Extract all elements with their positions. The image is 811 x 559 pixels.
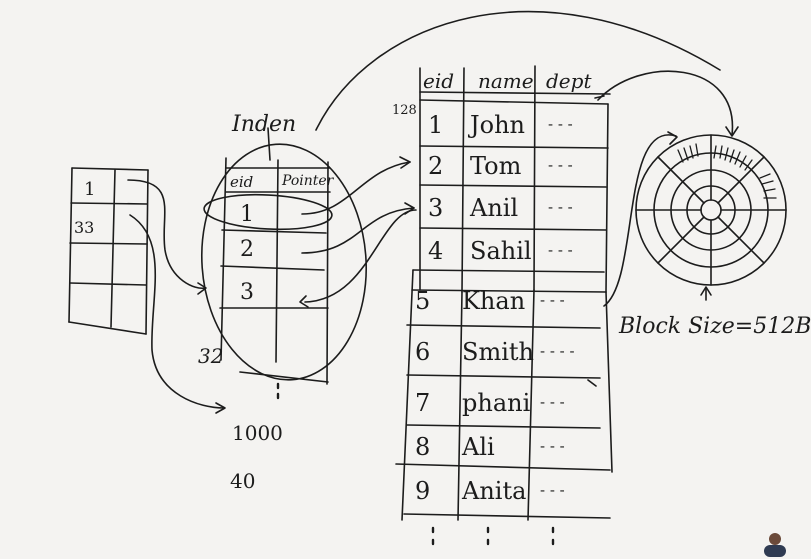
index-block-ellipse — [200, 143, 368, 381]
data-row-dept: - - - — [548, 241, 573, 259]
data-table-dots — [431, 526, 555, 546]
data-row-eid: 1 — [428, 111, 443, 139]
data-row-name: Khan — [462, 287, 525, 315]
data-row-dept: - - - — [548, 115, 573, 133]
diagram-strokes — [68, 10, 787, 546]
data-row-dept: - - - - — [540, 342, 575, 360]
index-pointer-arrows — [299, 10, 721, 308]
data-row-eid: 4 — [428, 237, 443, 265]
data-row-name: Anita — [461, 477, 526, 505]
data-row-name: John — [467, 111, 525, 139]
data-row-dept: - - - — [540, 393, 565, 411]
index-continuation-mark: : — [282, 384, 287, 400]
data-row-name: Anil — [469, 194, 518, 222]
data-table-grid — [395, 65, 613, 521]
data-row-eid: 9 — [415, 477, 430, 505]
index-entry: 3 — [240, 280, 254, 305]
outer-index-arrows — [127, 179, 226, 414]
index-table-header-eid: eid — [230, 173, 253, 191]
block-address-label: 128 — [392, 103, 417, 118]
data-row-name: Smith — [462, 338, 534, 366]
data-row-eid: 3 — [428, 194, 443, 222]
presenter-avatar — [762, 531, 788, 557]
data-row-dept: - - - — [540, 291, 565, 309]
index-entry: 2 — [240, 237, 254, 262]
data-table-tick — [594, 95, 605, 99]
data-row-name: Sahil — [470, 237, 532, 265]
index-table-grid — [219, 127, 331, 385]
data-row-dept: - - - — [548, 198, 573, 216]
index-title: Inden — [232, 112, 297, 137]
data-row-eid: 5 — [415, 287, 430, 315]
data-row-name: phani — [462, 389, 531, 417]
circled-entry — [203, 193, 333, 231]
outer-index-target: 1000 — [232, 421, 283, 445]
disk-sector-hatching — [677, 143, 777, 199]
data-row-eid: 2 — [428, 152, 443, 180]
data-row-eid: 6 — [415, 338, 430, 366]
data-row-dept: - - - — [540, 437, 565, 455]
data-table-header-name: name — [478, 69, 534, 93]
outer-index-target: 40 — [230, 469, 255, 493]
data-row-dept: - - - — [548, 156, 573, 174]
data-table-header-eid: eid — [423, 69, 454, 93]
disk-platter — [635, 134, 787, 286]
outer-index-entry: 1 — [84, 179, 95, 200]
disk-arrows — [597, 70, 739, 307]
data-row-name: Tom — [470, 152, 522, 180]
data-row-name: Ali — [461, 433, 495, 461]
disk-caption: Block Size=512B — [619, 314, 811, 339]
index-after-rows-label: 32 — [198, 344, 224, 368]
data-row-dept: - - - — [540, 481, 565, 499]
data-row-eid: 8 — [415, 433, 430, 461]
index-entry: 1 — [240, 202, 254, 227]
data-table-header-dept: dept — [546, 69, 592, 93]
index-table-header-pointer: Pointer — [281, 173, 335, 189]
outer-index-entry: 33 — [74, 218, 94, 237]
data-row-eid: 7 — [415, 389, 430, 417]
outer-index-grid — [68, 167, 149, 335]
